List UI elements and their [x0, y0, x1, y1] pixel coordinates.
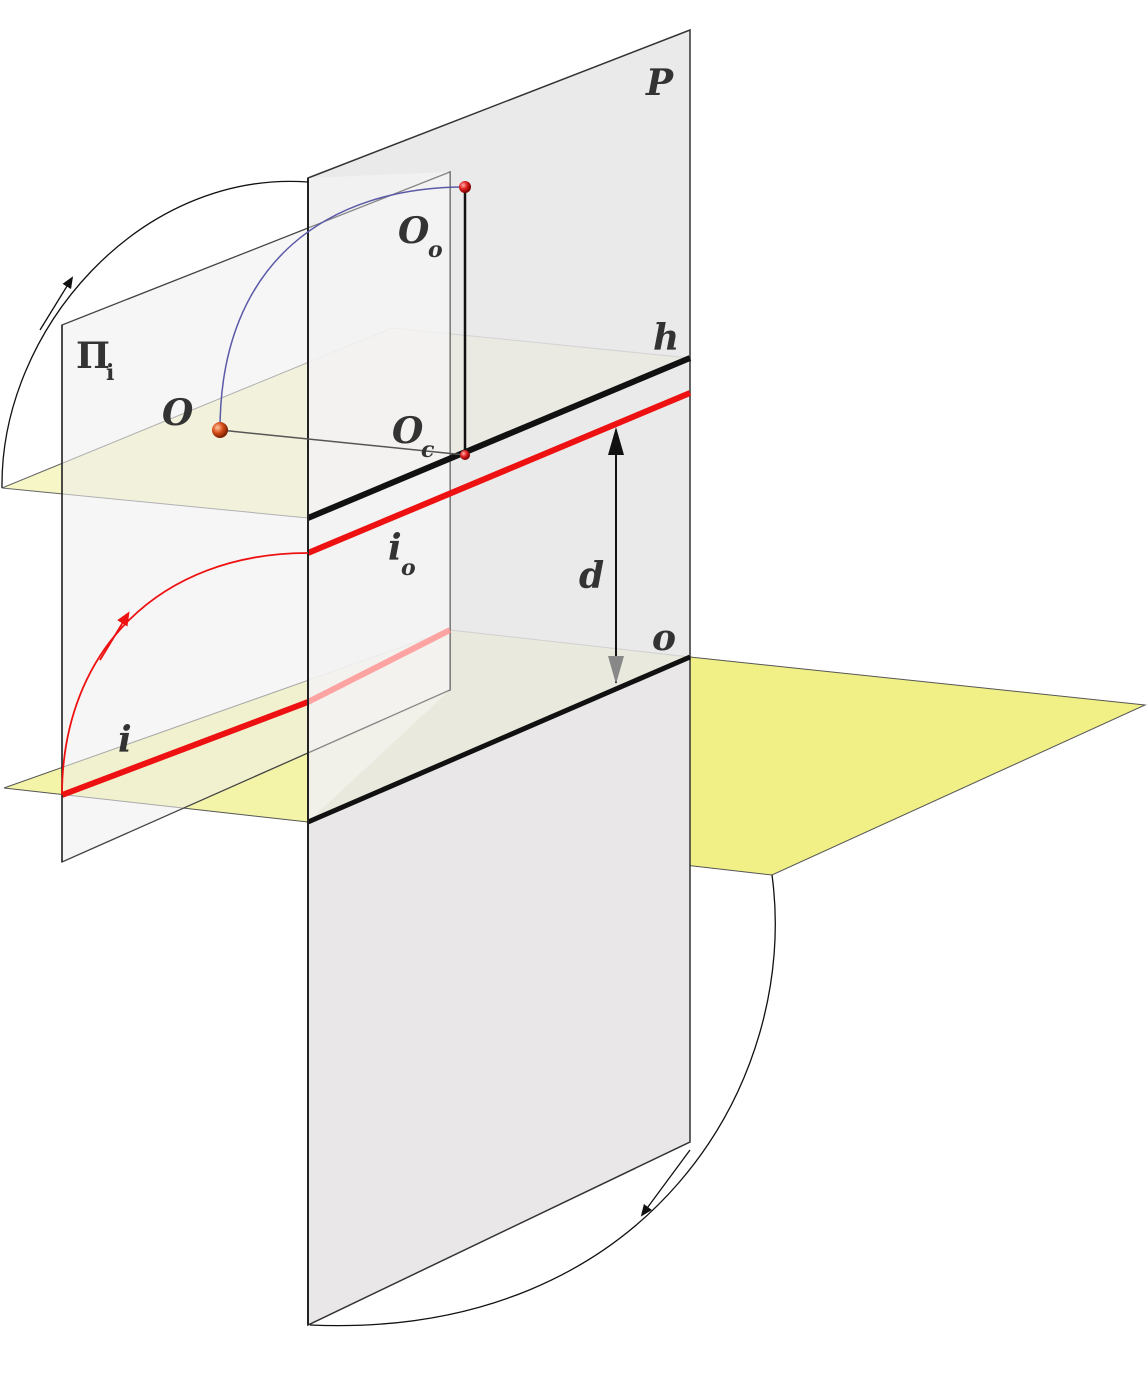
arc-lower-arrow [640, 1149, 691, 1217]
label-Pi: Π [76, 335, 110, 377]
line-i-hidden [306, 627, 452, 705]
label-Oo: O [398, 210, 430, 252]
line-h [306, 355, 692, 521]
line-o [307, 654, 691, 825]
distance-d-arrow-top [608, 427, 624, 455]
distance-d-arrow-bottom [608, 656, 624, 684]
projection-O-Oc [219, 429, 466, 456]
arc-lower-rotation [309, 874, 776, 1327]
label-Oo-sub: o [428, 237, 443, 263]
label-Pi-sub: i [106, 360, 114, 386]
line-i-o [306, 390, 692, 556]
arc-red-arrow [99, 611, 130, 661]
label-io: i [388, 527, 402, 569]
arc-upper-arrow [39, 276, 74, 331]
arc-upper-rotation [1, 180, 309, 489]
label-o: o [652, 617, 676, 659]
label-Oc-sub: c [421, 437, 435, 463]
label-i: i [118, 719, 132, 761]
arc-red-rotation [61, 552, 309, 796]
label-P: P [645, 62, 674, 104]
label-Oc: O [392, 410, 424, 452]
point-Oo [459, 181, 471, 193]
label-O: O [162, 392, 194, 434]
point-Oc [460, 450, 470, 460]
label-io-sub: o [401, 555, 416, 581]
arc-O-to-Oo [219, 186, 466, 431]
point-O [212, 422, 228, 438]
plane-Pi-rotated [308, 172, 450, 822]
label-d: d [579, 555, 604, 597]
label-h: h [653, 317, 679, 359]
line-i [60, 699, 310, 798]
